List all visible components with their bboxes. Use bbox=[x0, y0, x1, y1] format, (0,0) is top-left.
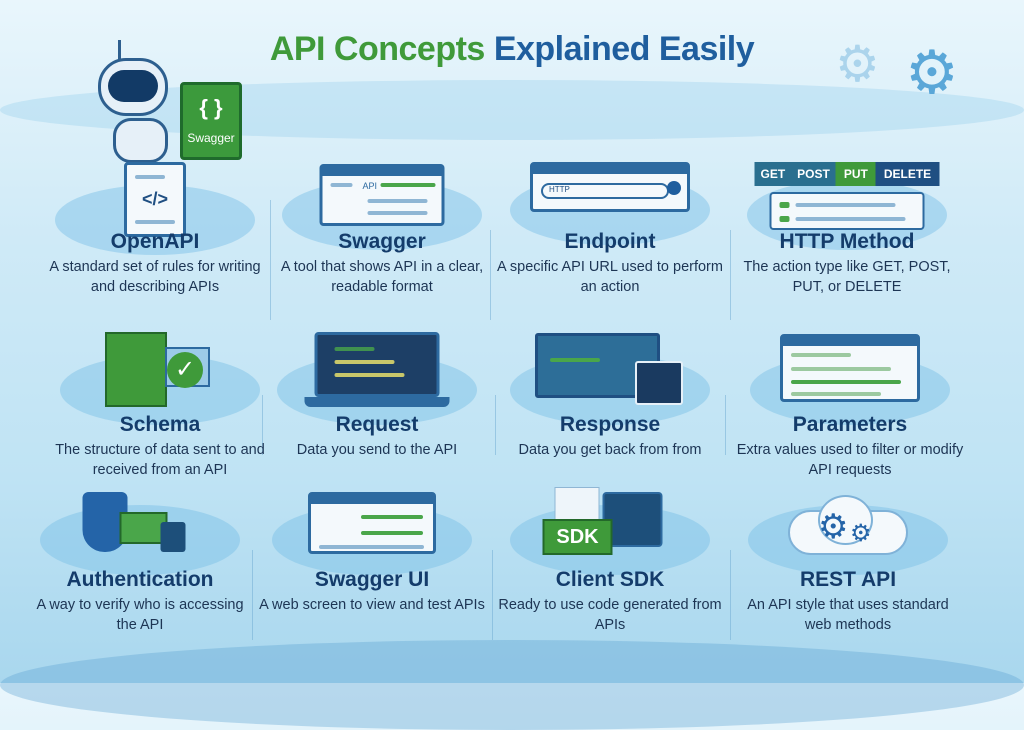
card-swagger: API Swagger A tool that shows API in a c… bbox=[267, 150, 497, 295]
divider bbox=[495, 395, 496, 455]
divider bbox=[492, 550, 493, 640]
card-description: A way to verify who is accessing the API bbox=[36, 597, 244, 633]
card-description: A web screen to view and test APIs bbox=[259, 597, 485, 613]
card-openapi: </> OpenAPI A standard set of rules for … bbox=[40, 150, 270, 295]
divider bbox=[262, 395, 263, 455]
card-description: Ready to use code generated from APIs bbox=[498, 597, 722, 633]
gear-icon: ⚙ bbox=[905, 39, 959, 106]
swagger-badge: { } Swagger bbox=[180, 82, 242, 160]
card-description: A specific API URL used to perform an ac… bbox=[497, 259, 723, 295]
card-title: Request bbox=[335, 413, 419, 436]
card-description: Extra values used to filter or modify AP… bbox=[736, 442, 964, 478]
card-title: HTTP Method bbox=[779, 230, 915, 253]
location-pin-icon bbox=[667, 181, 681, 195]
check-icon: ✓ bbox=[167, 352, 203, 388]
swagger-ui-window-icon bbox=[308, 492, 436, 554]
card-description: The action type like GET, POST, PUT, or … bbox=[743, 259, 951, 295]
document-code-icon: </> bbox=[124, 162, 186, 237]
card-description: Data you send to the API bbox=[296, 442, 458, 458]
response-screen-icon bbox=[535, 333, 685, 405]
card-description: An API style that uses standard web meth… bbox=[747, 597, 949, 633]
divider bbox=[252, 550, 253, 640]
card-description: Data you get back from from bbox=[518, 442, 702, 458]
card-title: Client SDK bbox=[555, 568, 665, 591]
background-wave bbox=[0, 80, 1024, 140]
card-title: Swagger UI bbox=[314, 568, 430, 591]
card-title: Parameters bbox=[792, 413, 908, 436]
card-title: REST API bbox=[799, 568, 897, 591]
card-title: Authentication bbox=[66, 568, 214, 591]
card-swagger-ui: Swagger UI A web screen to view and test… bbox=[257, 490, 487, 613]
card-title: Schema bbox=[119, 413, 201, 436]
schema-document-check-icon: ✓ bbox=[105, 332, 215, 407]
gear-icon: ⚙ bbox=[835, 36, 880, 92]
parameters-window-icon bbox=[780, 334, 920, 402]
divider bbox=[730, 550, 731, 640]
divider bbox=[270, 200, 271, 320]
card-title: Response bbox=[559, 413, 661, 436]
robot-mascot: { } Swagger bbox=[88, 40, 258, 165]
page-title: API Concepts Explained Easily bbox=[269, 30, 755, 68]
card-title: Endpoint bbox=[564, 230, 656, 253]
card-http-method: GET POST PUT DELETE HTTP Method The acti… bbox=[732, 150, 962, 295]
card-endpoint: HTTP Endpoint A specific API URL used to… bbox=[495, 150, 725, 295]
divider bbox=[490, 230, 491, 320]
http-method-tabs: GET POST PUT DELETE bbox=[754, 162, 940, 186]
card-title: Swagger bbox=[338, 230, 426, 253]
background-wave bbox=[0, 640, 1024, 730]
card-title: OpenAPI bbox=[110, 230, 200, 253]
browser-window-icon: API bbox=[319, 164, 445, 226]
laptop-code-icon bbox=[304, 332, 450, 407]
divider bbox=[725, 395, 726, 455]
request-list-icon bbox=[769, 192, 925, 230]
card-description: The structure of data sent to and receiv… bbox=[55, 442, 265, 478]
card-description: A tool that shows API in a clear, readab… bbox=[280, 259, 484, 295]
divider bbox=[730, 230, 731, 320]
card-description: A standard set of rules for writing and … bbox=[49, 259, 261, 295]
url-bar-icon: HTTP bbox=[530, 162, 690, 212]
shield-user-icon bbox=[82, 492, 198, 557]
cloud-gears-icon: ⚙ ⚙ bbox=[788, 495, 908, 555]
card-parameters: Parameters Extra values used to filter o… bbox=[735, 330, 965, 478]
sdk-box-icon: SDK bbox=[542, 487, 678, 557]
